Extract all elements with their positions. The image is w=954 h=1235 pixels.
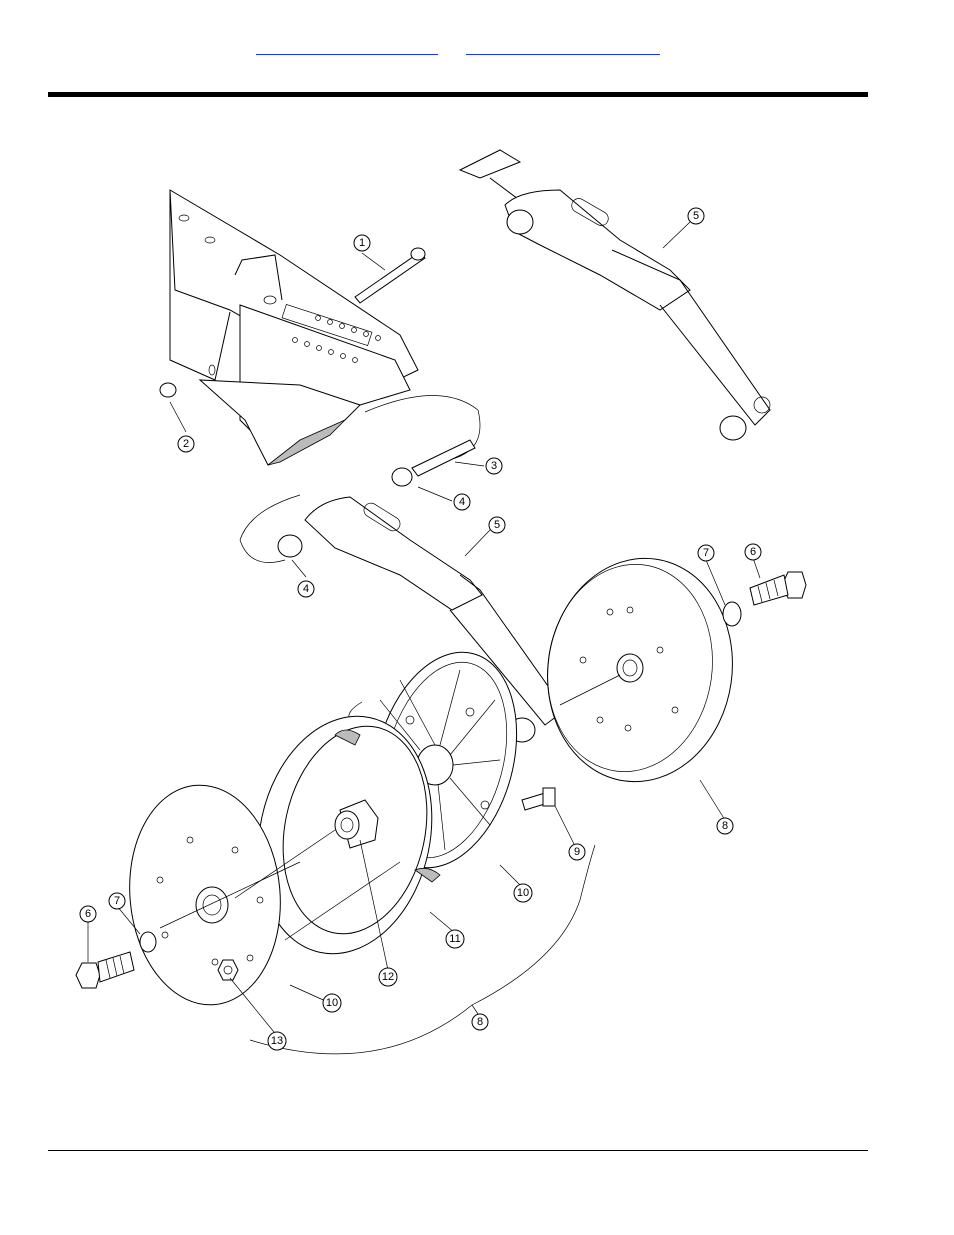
callout-2: 2: [183, 438, 189, 450]
callout-4a: 4: [459, 496, 465, 508]
callout-9: 9: [574, 846, 580, 858]
callout-6a: 6: [750, 546, 756, 558]
header-link-2[interactable]: [466, 40, 660, 55]
washer-right: [723, 602, 741, 626]
gauge-arm-upper: [460, 150, 770, 440]
footer-rule: [48, 1150, 868, 1151]
callout-11: 11: [449, 933, 460, 945]
callout-5a: 5: [693, 210, 699, 222]
bolt-9: [522, 788, 555, 810]
header-link-1[interactable]: [256, 40, 438, 55]
callout-5b: 5: [494, 519, 500, 531]
frame-bracket: [170, 190, 480, 465]
washer-left: [140, 932, 156, 952]
callout-7a: 7: [703, 547, 709, 559]
callout-10a: 10: [517, 887, 529, 899]
hex-bolt-left: [76, 952, 134, 988]
callout-6b: 6: [85, 908, 91, 920]
callout-8b: 8: [477, 1016, 483, 1028]
parts-diagram: 1 2 3 4 4 5 5 6 6 7 7 8 8 9 10 10 11: [60, 138, 820, 1088]
callout-3: 3: [491, 460, 497, 472]
callout-12: 12: [382, 971, 394, 983]
callout-8a: 8: [722, 820, 728, 832]
header-rule: [48, 92, 868, 97]
callout-7b: 7: [114, 895, 120, 907]
hex-bolt-right: [750, 572, 806, 605]
callout-1: 1: [359, 237, 365, 249]
callout-10b: 10: [326, 997, 338, 1009]
callout-13: 13: [271, 1035, 283, 1047]
wheel-outer-right: [533, 546, 746, 793]
callout-4b: 4: [303, 583, 309, 595]
nut-13: [218, 960, 238, 980]
